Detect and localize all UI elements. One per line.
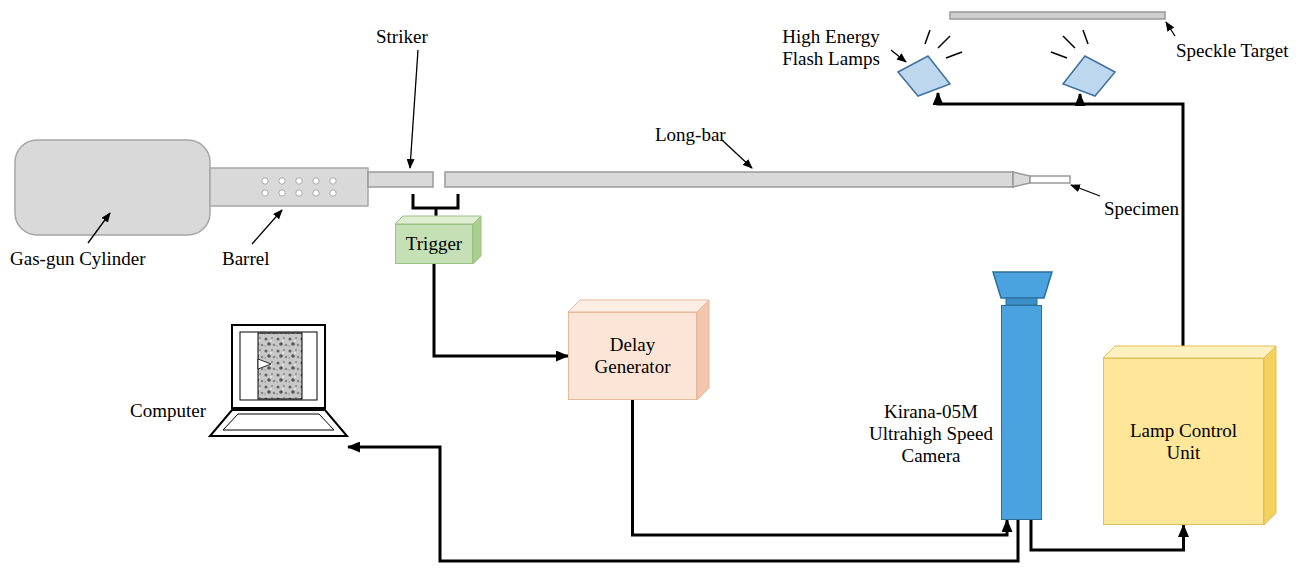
lamp-wire — [938, 93, 1183, 346]
laptop-base — [210, 410, 347, 436]
laptop-bezel — [240, 332, 317, 400]
camera-lens — [993, 272, 1052, 298]
box-label: Trigger — [406, 233, 462, 255]
speckle-target — [950, 12, 1165, 19]
part-label: Long-bar — [655, 124, 726, 146]
laptop-keyboard — [223, 414, 334, 430]
node-label: Computer — [130, 400, 206, 422]
notch — [258, 359, 271, 369]
long-bar — [445, 172, 1013, 187]
box-side-face — [1264, 346, 1276, 525]
box-top-face — [568, 300, 709, 312]
gas-gun-cylinder — [15, 140, 210, 235]
box-label: Lamp Control Unit — [1122, 420, 1245, 464]
leader-lines — [88, 22, 1175, 244]
lamp-wire — [1079, 94, 1082, 104]
box-top-face — [1103, 346, 1276, 358]
part-label: Barrel — [222, 248, 269, 270]
laptop-screen — [232, 325, 325, 408]
box-top-face — [395, 216, 481, 224]
lamp-control-box: Lamp Control Unit — [1103, 358, 1264, 525]
part-label: Specimen — [1104, 198, 1179, 220]
signal-wire — [434, 264, 568, 356]
part-label: Gas-gun Cylinder — [10, 248, 146, 270]
barrel — [210, 168, 368, 206]
delay-generator-box: Delay Generator — [568, 312, 697, 400]
part-label: Speckle Target — [1176, 40, 1288, 62]
box-side-face — [473, 216, 481, 264]
signal-wire — [633, 400, 1008, 535]
camera-mount — [1006, 298, 1037, 305]
striker — [368, 172, 433, 187]
part-label: Striker — [376, 26, 428, 48]
camera-body: Kirana-05M Ultrahigh Speed Camera — [1001, 305, 1042, 520]
specimen — [1030, 176, 1070, 183]
node-label: Kirana-05M Ultrahigh Speed Camera — [866, 401, 996, 467]
trigger-pickup-wire — [413, 194, 458, 216]
lamp-rays — [925, 30, 1088, 58]
computer: Computer — [210, 322, 348, 455]
bar-taper — [1013, 172, 1030, 187]
barrel-holes — [262, 178, 336, 196]
box-side-face — [697, 300, 709, 400]
part-label: High Energy Flash Lamps — [772, 26, 890, 70]
box-label: Delay Generator — [587, 334, 678, 378]
flash-lamp — [1063, 56, 1115, 96]
trigger-box: Trigger — [395, 224, 473, 264]
speckle-image — [258, 333, 302, 399]
